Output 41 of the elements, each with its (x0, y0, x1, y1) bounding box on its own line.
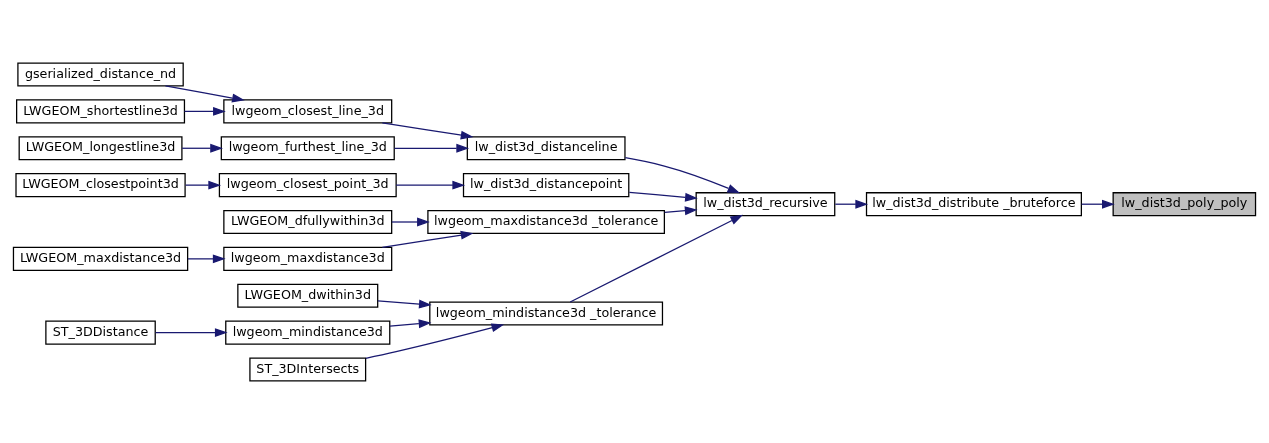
node-box: lwgeom_mindistance3d _tolerance (429, 300, 664, 326)
node-box: lwgeom_mindistance3d (225, 320, 391, 345)
arrow (183, 106, 226, 116)
arrow (154, 327, 228, 337)
arrow (391, 217, 430, 226)
node-box: lw_dist3d_distancepoint (462, 172, 630, 197)
arrow (624, 156, 741, 193)
node-box: LWGEOM_maxdistance3d (12, 246, 189, 271)
arrow (393, 143, 470, 153)
node-box: LWGEOM_longestline3d (18, 135, 183, 160)
arrow (187, 253, 226, 263)
arrow (365, 323, 505, 359)
arrow (1080, 199, 1115, 209)
arrow (181, 143, 223, 153)
node-box: ST_3DIntersects (249, 356, 367, 382)
node-box: lw_dist3d_poly_poly (1112, 191, 1257, 216)
arrow (185, 180, 222, 190)
arrow (377, 299, 432, 308)
node-box: LWGEOM_closestpoint3d (15, 172, 186, 197)
node-box: gserialized_distance_nd (17, 61, 184, 87)
arrow (569, 214, 744, 303)
arrow (381, 230, 474, 248)
node-box: lw_dist3d_recursive (695, 191, 836, 216)
node-box: lwgeom_maxdistance3d (223, 246, 393, 271)
node-box: LWGEOM_dfullywithin3d (223, 209, 393, 234)
node-box: lwgeom_closest_point_3d (218, 172, 397, 197)
node-box: lw_dist3d_distribute _bruteforce (865, 191, 1082, 216)
arrow (381, 121, 474, 140)
node-box: lwgeom_furthest_line_3d (220, 135, 395, 160)
arrow (389, 318, 432, 328)
node-box: LWGEOM_shortestline3d (16, 98, 186, 123)
arrow (395, 180, 466, 190)
node-box: lwgeom_closest_line_3d (223, 98, 393, 123)
node-box: lwgeom_maxdistance3d _tolerance (427, 209, 665, 234)
node-box: LWGEOM_dwithin3d (237, 283, 379, 308)
arrow (164, 84, 245, 102)
node-box: ST_3DDistance (45, 320, 156, 345)
arrow (834, 199, 869, 209)
arrow (628, 191, 698, 202)
node-box: lw_dist3d_distanceline (466, 135, 626, 160)
arrow (664, 205, 698, 215)
